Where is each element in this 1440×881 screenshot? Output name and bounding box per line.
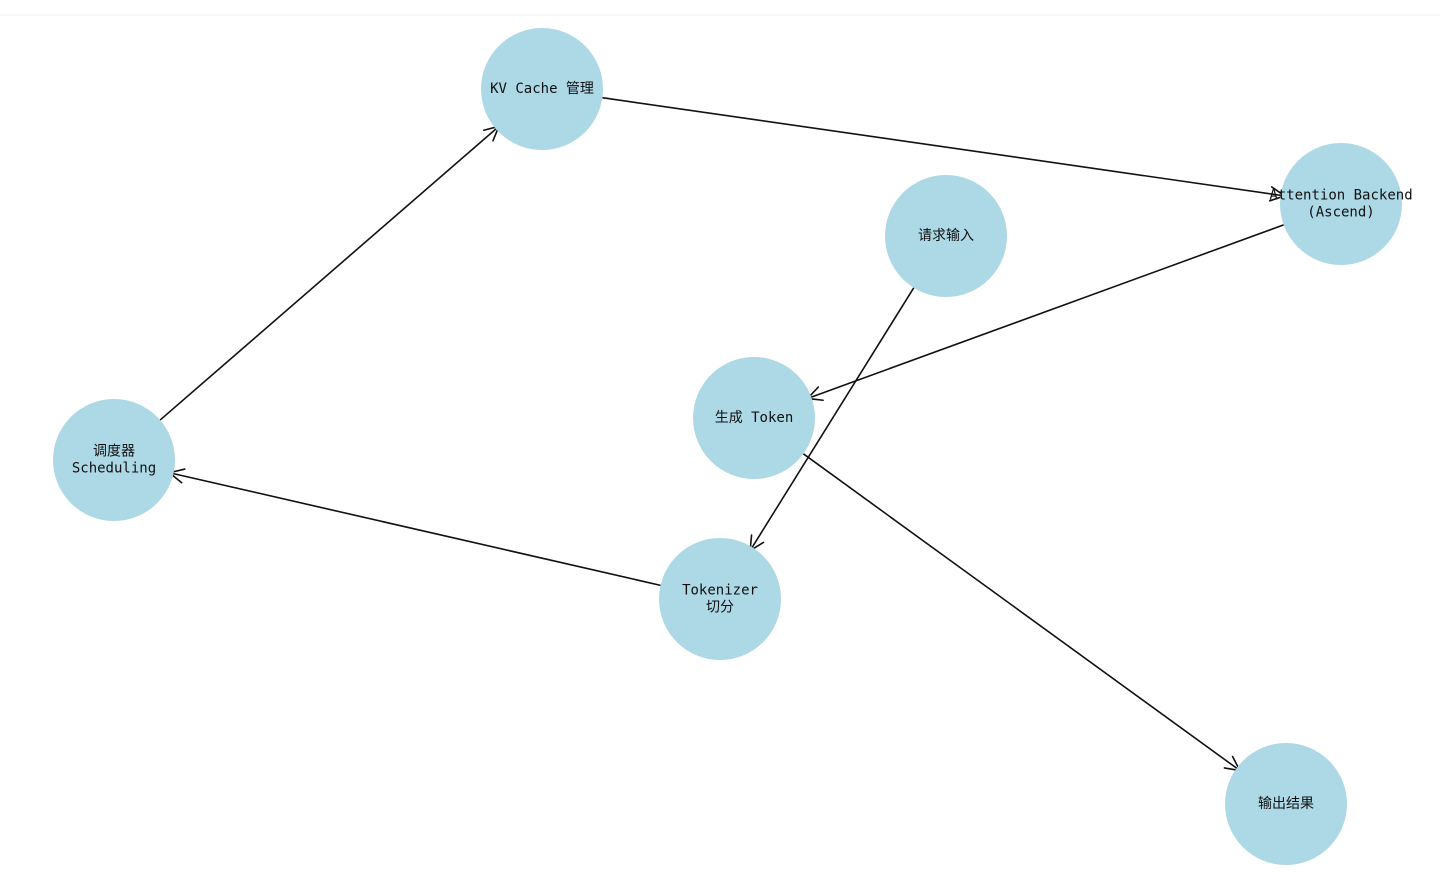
node-label: 生成 Token	[715, 410, 794, 426]
node-label: KV Cache 管理	[490, 81, 594, 97]
edge-scheduler-to-kv_cache	[159, 125, 501, 421]
node-label: Attention Backend	[1269, 188, 1412, 204]
node-circle	[1280, 143, 1402, 265]
node-label: 输出结果	[1258, 796, 1314, 812]
node-circle	[481, 28, 603, 150]
node-generate: 生成 Token	[693, 357, 815, 479]
node-label: (Ascend)	[1307, 205, 1374, 221]
node-attention: Attention Backend(Ascend)	[1269, 143, 1413, 265]
node-kv-cache: KV Cache 管理	[481, 28, 603, 150]
node-circle	[693, 357, 815, 479]
nodes-layer: KV Cache 管理 Attention Backend(Ascend) 请求输入…	[53, 28, 1413, 865]
node-circle	[659, 538, 781, 660]
edge-line	[807, 224, 1284, 400]
node-label: Scheduling	[72, 461, 156, 477]
edge-line	[749, 287, 915, 552]
node-circle	[885, 175, 1007, 297]
edge-line	[602, 96, 1285, 197]
edge-generate-to-output	[802, 453, 1242, 772]
node-circle	[1225, 743, 1347, 865]
edge-line	[169, 471, 661, 587]
node-label: 调度器	[93, 444, 135, 460]
node-request: 请求输入	[885, 175, 1007, 297]
node-label: 切分	[706, 600, 734, 616]
edge-tokenizer-to-scheduler	[167, 468, 661, 587]
node-label: 请求输入	[918, 228, 974, 244]
edge-line	[159, 125, 500, 421]
node-label: Tokenizer	[682, 583, 758, 599]
edge-attention-to-generate	[805, 224, 1284, 402]
node-output: 输出结果	[1225, 743, 1347, 865]
node-circle	[53, 399, 175, 521]
edge-line	[802, 453, 1241, 772]
